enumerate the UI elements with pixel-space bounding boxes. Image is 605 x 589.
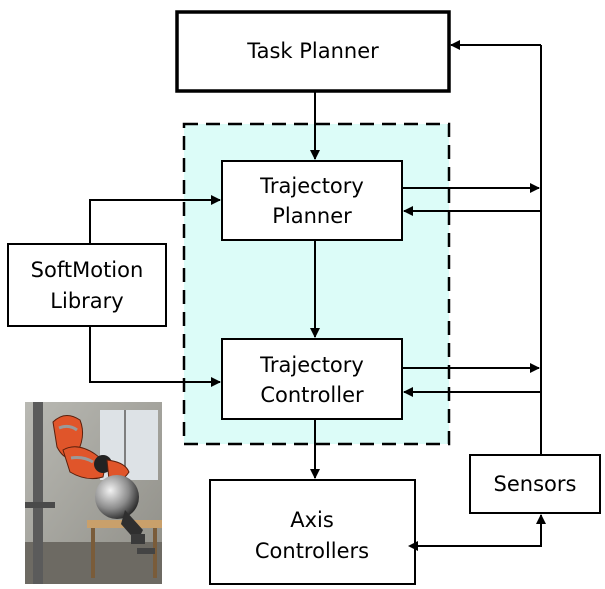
robot-arm-photo <box>25 402 162 584</box>
trajectory-controller-node: Trajectory Controller <box>221 338 403 420</box>
arrow-softmotion-to-planner <box>89 195 221 244</box>
softmotion-library-node: SoftMotion Library <box>7 243 167 327</box>
trajectory-controller-label-line1: Trajectory <box>259 353 364 377</box>
arrow-softmotion-to-controller <box>89 326 221 387</box>
task-planner-node: Task Planner <box>175 10 451 93</box>
trajectory-planner-label-line1: Trajectory <box>259 174 364 198</box>
arrow-axis-sensors-bidirectional <box>408 514 546 551</box>
axis-controllers-label-line2: Controllers <box>255 539 369 563</box>
task-planner-label: Task Planner <box>246 39 379 63</box>
trajectory-planner-node: Trajectory Planner <box>221 160 403 241</box>
support-pole <box>33 402 43 584</box>
sensors-node: Sensors <box>469 454 601 514</box>
trajectory-planner-label-line2: Planner <box>272 204 352 228</box>
axis-controllers-label-line1: Axis <box>290 508 334 532</box>
robot-wrist-sphere <box>95 475 139 519</box>
softmotion-library-label-line2: Library <box>50 289 123 313</box>
sensors-label: Sensors <box>494 472 577 496</box>
trajectory-controller-label-line2: Controller <box>260 383 364 407</box>
axis-controllers-node: Axis Controllers <box>209 479 416 585</box>
softmotion-library-label-line1: SoftMotion <box>31 258 144 282</box>
